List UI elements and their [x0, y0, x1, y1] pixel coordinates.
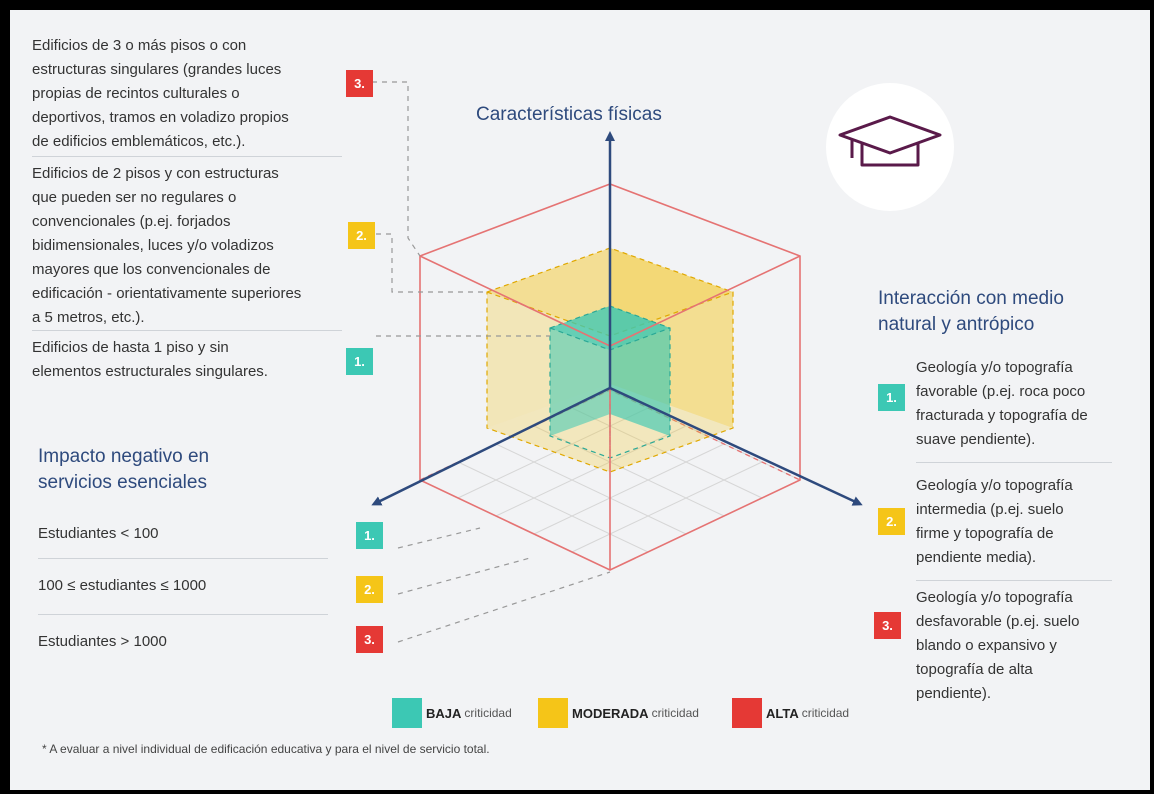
terrain-level-1-badge: 1.: [878, 384, 905, 411]
infographic-frame: Edificios de 3 o más pisos o con estruct…: [10, 10, 1150, 790]
legend-sub-alta: criticidad: [801, 706, 850, 720]
axis-right-arrow: [609, 386, 863, 506]
legend-label-moderada: MODERADA: [572, 705, 649, 721]
divider: [916, 580, 1112, 581]
legend-swatch-baja: [392, 698, 422, 728]
divider: [32, 330, 342, 331]
structure-level-2-text: Edificios de 2 pisos y con estructuras q…: [32, 165, 302, 326]
structure-level-1-text: Edificios de hasta 1 piso y sin elemento…: [32, 339, 268, 380]
students-level-3-badge: 3.: [356, 626, 383, 653]
criticality-cube-diagram: [371, 81, 954, 643]
students-level-1-text: Estudiantes < 100: [38, 525, 159, 542]
terrain-level-3-badge: 3.: [874, 612, 901, 639]
legend-swatch-moderada: [538, 698, 568, 728]
students-level-1-badge: 1.: [356, 522, 383, 549]
axis-title-left: Impacto negativo en servicios esenciales: [38, 446, 210, 493]
divider: [32, 156, 342, 157]
students-level-2-badge: 2.: [356, 576, 383, 603]
structure-level-3-text: Edificios de 3 o más pisos o con estruct…: [32, 37, 289, 150]
axis-left-arrow: [371, 386, 611, 506]
divider: [38, 614, 328, 615]
terrain-level-2-badge: 2.: [878, 508, 905, 535]
terrain-level-1-text: Geología y/o topografía favorable (p.ej.…: [916, 359, 1088, 448]
axes: [371, 131, 863, 506]
legend-sub-moderada: criticidad: [651, 706, 699, 720]
terrain-level-3-text: Geología y/o topografía desfavorable (p.…: [916, 589, 1080, 702]
divider: [38, 558, 328, 559]
structure-level-2-badge: 2.: [348, 222, 375, 249]
terrain-level-2-text: Geología y/o topografía intermedia (p.ej…: [916, 477, 1073, 566]
legend-swatch-alta: [732, 698, 762, 728]
legend-label-alta: ALTA: [766, 705, 799, 721]
students-level-3-text: Estudiantes > 1000: [38, 633, 167, 650]
divider: [916, 462, 1112, 463]
leader-lines: [372, 81, 611, 643]
legend-alta: ALTA criticidad: [732, 698, 849, 728]
structure-level-1-badge: 1.: [346, 348, 373, 375]
footnote: * A evaluar a nivel individual de edific…: [42, 742, 490, 756]
axis-title-top: Características físicas: [476, 104, 662, 125]
students-level-2-text: 100 ≤ estudiantes ≤ 1000: [38, 577, 207, 594]
graduation-cap-icon: [826, 83, 954, 211]
axis-title-right: Interacción con medio natural y antrópic…: [878, 288, 1064, 335]
legend-label-baja: BAJA: [426, 705, 462, 721]
legend-sub-baja: criticidad: [464, 706, 512, 720]
legend-moderada: MODERADA criticidad: [538, 698, 699, 728]
structure-level-3-badge: 3.: [346, 70, 373, 97]
legend-baja: BAJA criticidad: [392, 698, 512, 728]
